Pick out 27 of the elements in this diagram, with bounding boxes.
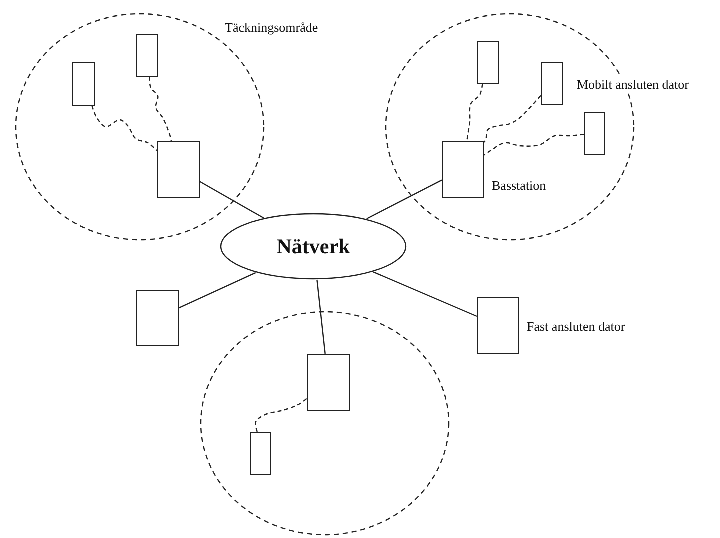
wireless-link (149, 77, 172, 142)
network-cable (316, 280, 326, 354)
device-label: Mobilt ansluten dator (577, 77, 689, 92)
fixed-computer-box (136, 290, 179, 346)
wireless-link (92, 106, 158, 152)
network-cable (366, 180, 442, 220)
mobile-computer-box (250, 432, 271, 475)
mobile-computer-box (72, 62, 95, 106)
wireless-link (466, 84, 484, 142)
base-station-box (307, 354, 350, 411)
base-station-box (157, 141, 200, 198)
device-label: Basstation (492, 178, 546, 193)
fixed-computer-box (477, 297, 519, 354)
network-cable (373, 272, 478, 318)
device-label: Fast ansluten dator (527, 319, 626, 334)
network-cable (178, 272, 256, 309)
mobile-computer-box (541, 62, 563, 105)
wireless-link (484, 134, 584, 156)
mobile-computer-box (584, 112, 605, 155)
area-label: Täckningsområde (225, 20, 318, 35)
base-station-box (442, 141, 484, 198)
mobile-computer-box (136, 34, 158, 77)
wireless-link (255, 398, 308, 432)
network-label: Nätverk (276, 234, 352, 259)
mobile-computer-box (477, 41, 499, 84)
network-cable (200, 181, 264, 219)
wireless-link (484, 95, 542, 143)
